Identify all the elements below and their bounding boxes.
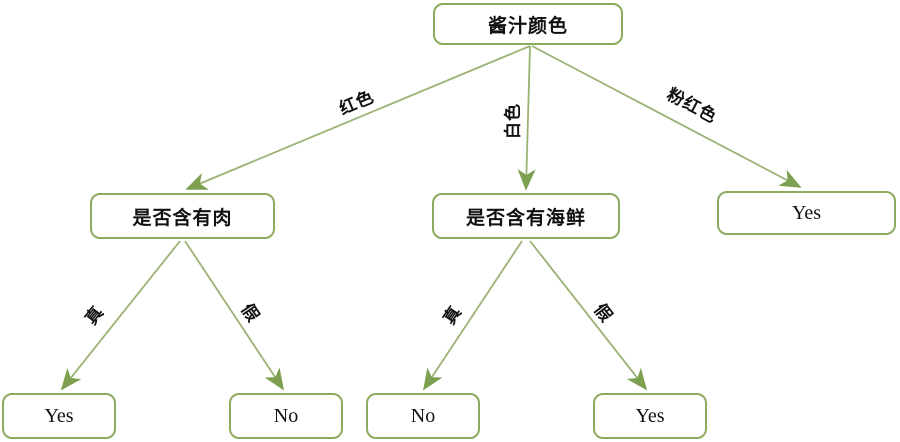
edge-label-white: 白色	[503, 103, 523, 139]
node-contains-meat: 是否含有肉	[90, 193, 275, 239]
edge-root-meat	[185, 45, 531, 190]
node-meat-true-yes: Yes	[2, 393, 116, 439]
node-seafood-false-yes: Yes	[593, 393, 707, 439]
edge-root-seafood	[517, 45, 536, 191]
node-pink-result-yes: Yes	[717, 191, 896, 235]
node-seafood-true-no: No	[366, 393, 480, 439]
edge-seafood-true	[423, 240, 523, 391]
edge-meat-true	[60, 240, 181, 391]
edge-seafood-false	[529, 240, 648, 391]
node-sauce-color: 酱汁颜色	[433, 3, 623, 45]
node-contains-seafood: 是否含有海鲜	[432, 193, 620, 239]
node-meat-false-no: No	[229, 393, 343, 439]
edge-meat-false	[184, 240, 284, 391]
edge-root-pink	[531, 45, 802, 188]
